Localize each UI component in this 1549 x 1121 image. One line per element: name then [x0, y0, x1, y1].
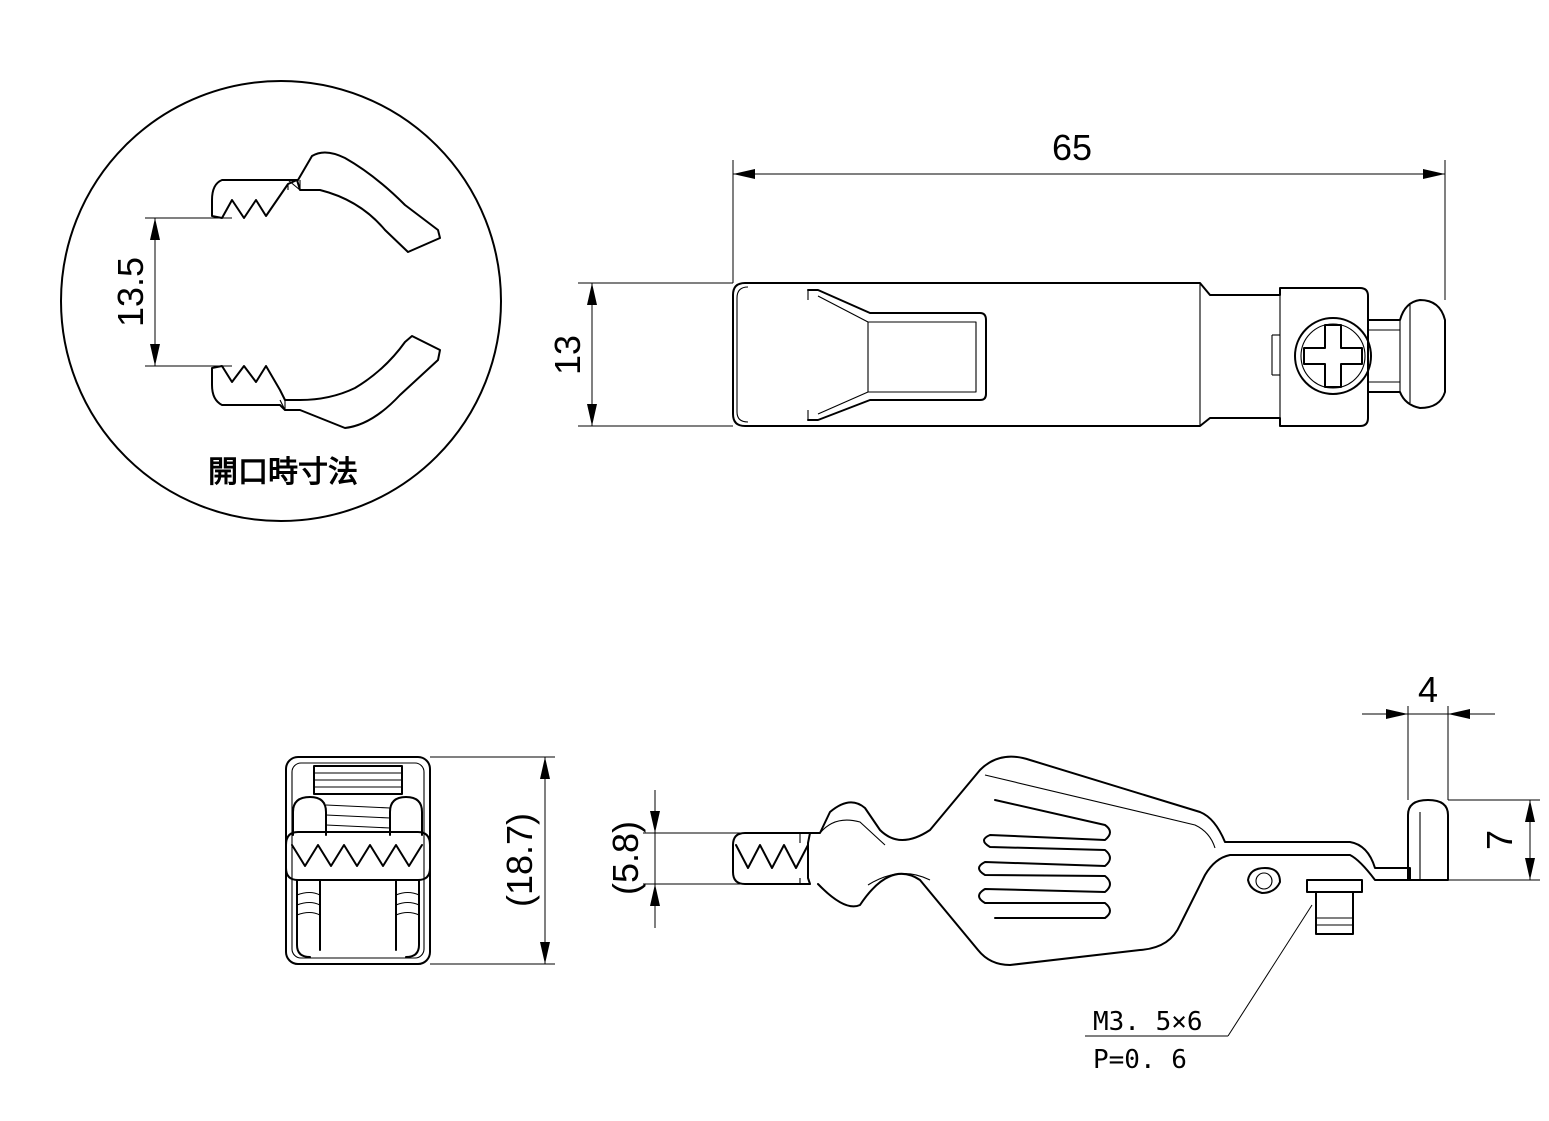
width-dimension-text: 13 — [547, 335, 588, 375]
side-view: (5.8) 4 7 M3. 5×6 P=0. 6 — [605, 669, 1540, 1075]
thread-size-text: M3. 5×6 — [1093, 1007, 1203, 1037]
top-view: 65 13 — [547, 127, 1446, 427]
tail-width-dimension-text: 4 — [1418, 669, 1438, 710]
width-dimension: 13 — [547, 282, 733, 427]
end-jaw-teeth — [285, 831, 431, 881]
jaw-height-dimension-text: (5.8) — [605, 821, 646, 895]
side-jaw-tip — [732, 832, 811, 885]
top-body-outline — [732, 282, 1369, 427]
tail-height-dimension-text: 7 — [1479, 830, 1520, 850]
opening-dimension-text: 13.5 — [110, 257, 151, 327]
thread-pitch-text: P=0. 6 — [1093, 1045, 1187, 1075]
opening-dimension: 13.5 — [110, 217, 232, 367]
end-view: (18.7) — [285, 756, 555, 965]
length-dimension-text: 65 — [1052, 127, 1092, 168]
opening-caption: 開口時寸法 — [208, 455, 358, 490]
detail-circle — [60, 80, 502, 522]
side-spring — [978, 799, 1111, 919]
opening-detail-view: 13.5 開口時寸法 — [60, 80, 502, 522]
thread-callout: M3. 5×6 P=0. 6 — [1085, 904, 1313, 1075]
lower-jaw — [211, 335, 441, 429]
height-dimension: (18.7) — [430, 756, 555, 965]
side-upper-arm — [809, 755, 1411, 966]
jaw-height-dimension: (5.8) — [605, 790, 810, 928]
tail-width-dimension: 4 — [1362, 669, 1495, 800]
upper-jaw — [211, 151, 441, 253]
side-tail-lug — [1407, 799, 1449, 881]
screw-head — [1294, 317, 1372, 395]
height-dimension-text: (18.7) — [499, 813, 540, 907]
tail-height-dimension: 7 — [1448, 799, 1540, 881]
side-screw — [1306, 879, 1363, 935]
top-spring-slot — [807, 289, 987, 421]
length-dimension: 65 — [732, 127, 1446, 300]
top-tail-lug — [1367, 299, 1446, 409]
